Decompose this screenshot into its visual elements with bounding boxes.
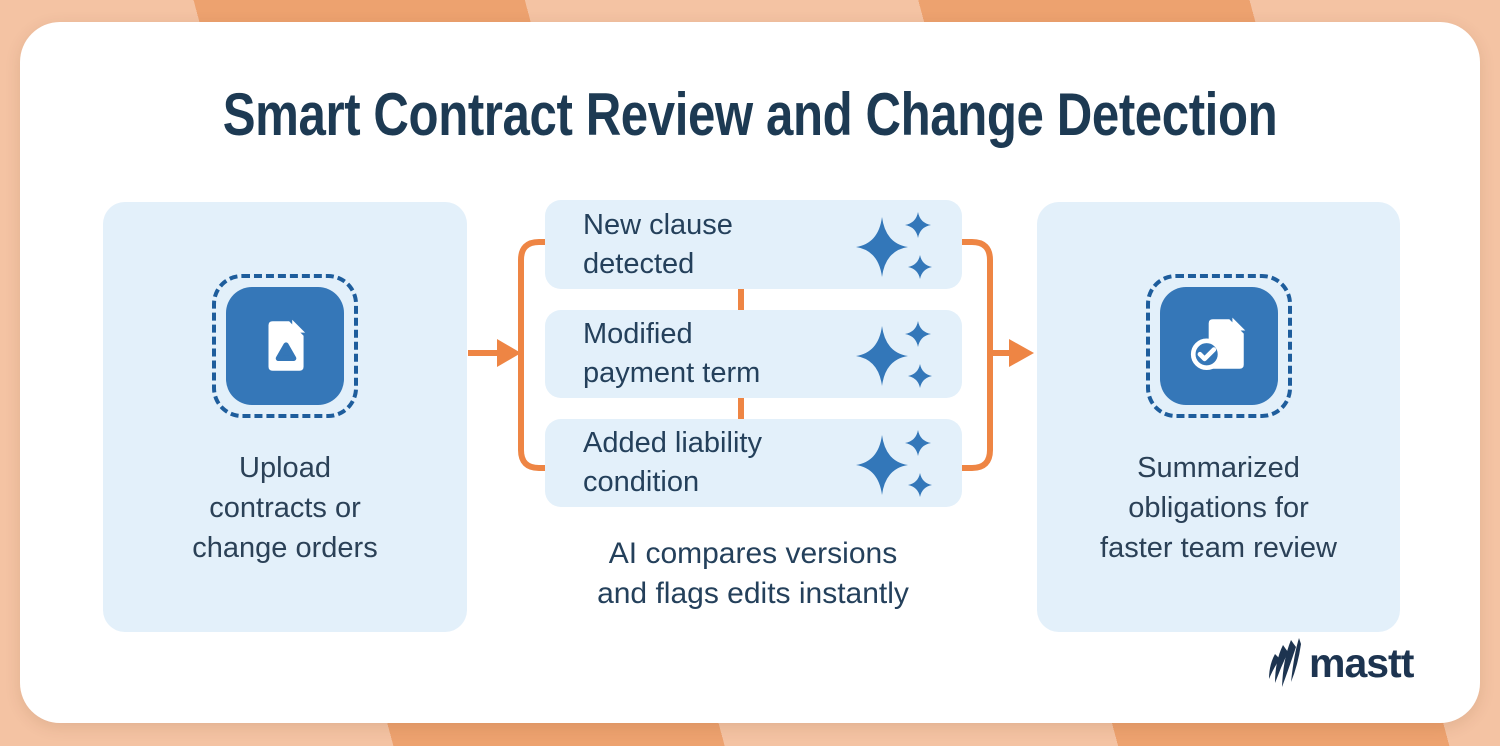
- mastt-flame-icon: [1269, 638, 1301, 687]
- ai-sparkles-icon: [856, 321, 932, 388]
- detection-line1: New clause: [583, 208, 733, 241]
- summary-label-line2: obligations for: [1128, 492, 1309, 524]
- ai-caption-line1: AI compares versions: [608, 537, 898, 570]
- summary-label-line3: faster team review: [1100, 532, 1337, 564]
- document-check-icon: [1190, 317, 1245, 370]
- ai-sparkles-icon: [856, 211, 932, 279]
- summary-panel-label: Summarized obligations for faster team r…: [1043, 448, 1394, 568]
- upload-icon-tile: [226, 287, 344, 405]
- detection-line2: condition: [583, 466, 700, 498]
- upload-label-line2: contracts or: [209, 492, 361, 524]
- detection-box-text: New clause detected: [583, 206, 733, 284]
- upload-panel: Upload contracts or change orders: [103, 202, 467, 632]
- brand-logo: mastt: [1266, 638, 1414, 688]
- detection-box-new-clause: New clause detected: [545, 200, 962, 289]
- detection-box-text: Modified payment term: [583, 315, 760, 393]
- summary-icon-tile: [1159, 287, 1278, 405]
- summary-panel: Summarized obligations for faster team r…: [1037, 202, 1400, 632]
- ai-sparkles-icon: [856, 430, 932, 497]
- summary-label-line1: Summarized: [1137, 452, 1300, 484]
- brand-logo-text: mastt: [1309, 639, 1414, 686]
- detection-box-text: Added liability condition: [583, 424, 762, 502]
- detection-line2: payment term: [583, 357, 761, 389]
- detection-line1: Added liability: [583, 427, 762, 459]
- detection-box-liability: Added liability condition: [545, 419, 962, 507]
- summary-icon-frame: [1145, 274, 1292, 418]
- detection-line2: detected: [583, 247, 695, 280]
- upload-panel-label: Upload contracts or change orders: [109, 448, 461, 568]
- upload-document-icon: [268, 319, 306, 371]
- ai-caption-line2: and flags edits instantly: [597, 577, 909, 610]
- detection-box-payment-term: Modified payment term: [545, 310, 962, 398]
- upload-label-line1: Upload: [239, 452, 331, 484]
- ai-caption: AI compares versions and flags edits ins…: [503, 534, 1003, 614]
- page-title: Smart Contract Review and Change Detecti…: [222, 81, 1278, 148]
- upload-icon-frame: [212, 274, 358, 418]
- upload-label-line3: change orders: [192, 532, 378, 564]
- detection-line1: Modified: [583, 318, 693, 350]
